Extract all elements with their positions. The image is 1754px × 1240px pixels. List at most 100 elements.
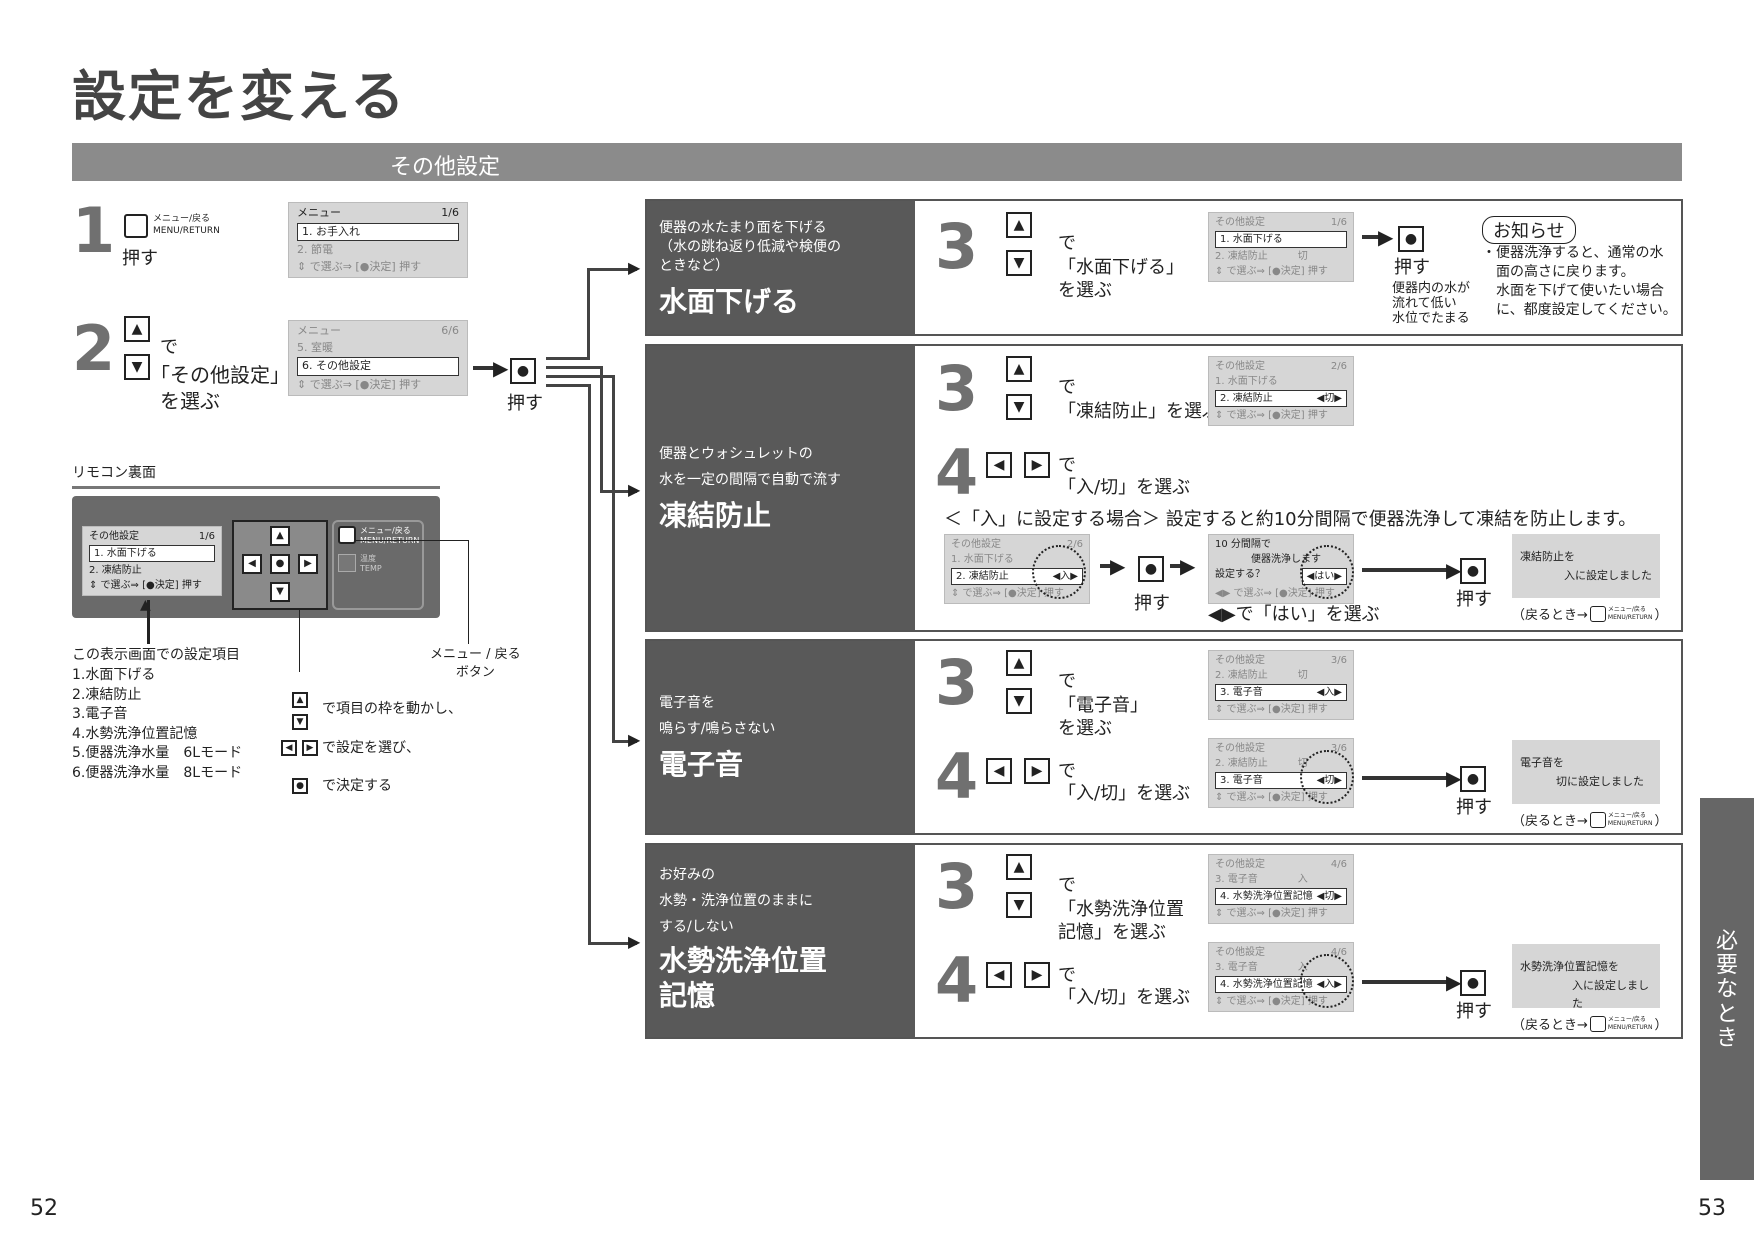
row4-s4-de: で — [1058, 965, 1076, 986]
row1-push: 押す — [1394, 257, 1430, 278]
row1-choose: 「水面下げる」を選ぶ — [1058, 257, 1184, 302]
row2-push2: 押す — [1456, 589, 1492, 610]
down-arrow-button[interactable]: ▼ — [1006, 892, 1032, 918]
ok-button[interactable]: ● — [1460, 766, 1486, 792]
remote-down-button[interactable]: ▼ — [270, 582, 290, 602]
left-arrow-button[interactable]: ◀ — [986, 452, 1012, 478]
arrow-right-icon: ▶ — [628, 480, 641, 499]
side-tab[interactable] — [1700, 798, 1754, 1180]
arrow-line — [1362, 980, 1450, 984]
remote-top-edge — [72, 486, 440, 489]
step1-number: 1 — [72, 194, 116, 267]
left-arrow-icon: ◀ — [993, 457, 1005, 473]
row2-result: 凍結防止を入に設定しました — [1512, 534, 1660, 598]
up-arrow-button[interactable]: ▲ — [1006, 356, 1032, 382]
row2-choose: 「凍結防止」を選ぶ — [1058, 401, 1220, 422]
legend-2: で設定を選び、 — [322, 740, 420, 756]
ok-button[interactable]: ● — [1398, 226, 1424, 252]
up-arrow-button[interactable]: ▲ — [1006, 650, 1032, 676]
section-title: その他設定 — [390, 155, 501, 180]
row3-s4-choose: 「入/切」を選ぶ — [1058, 783, 1191, 804]
arrow-right-icon: ▶ — [1446, 558, 1462, 582]
connector — [600, 366, 603, 492]
pointer-line — [299, 610, 300, 672]
row4-de: で — [1058, 875, 1076, 896]
remote-up-button[interactable]: ▲ — [270, 526, 290, 546]
remote-menu-button[interactable] — [338, 526, 356, 544]
up-arrow-icon: ▲ — [131, 321, 143, 337]
arrow-right-icon: ▶ — [1378, 225, 1394, 249]
enter-dot-icon: ● — [275, 558, 285, 569]
enter-dot-icon: ● — [1466, 771, 1480, 787]
row1-note: 便器内の水が流れて低い水位でたまる — [1392, 281, 1471, 326]
down-arrow-icon: ▼ — [1013, 255, 1025, 271]
remote-ok-button[interactable]: ● — [270, 554, 290, 574]
right-arrow-button[interactable]: ▶ — [1024, 962, 1050, 988]
legend-3: で決定する — [322, 778, 392, 794]
enter-dot-icon: ● — [1466, 975, 1480, 991]
right-arrow-button[interactable]: ▶ — [1024, 758, 1050, 784]
page-number-right: 53 — [1698, 1196, 1726, 1221]
enter-dot-icon: ● — [1404, 231, 1418, 247]
left-arrow-button[interactable]: ◀ — [986, 758, 1012, 784]
ok-button[interactable]: ● — [510, 358, 536, 384]
up-arrow-icon: ▲ — [1013, 217, 1025, 233]
row4-choose: 「水勢洗浄位置記憶」を選ぶ — [1058, 899, 1184, 944]
down-arrow-icon: ▼ — [1013, 897, 1025, 913]
pointer-up-icon: ▲ — [140, 597, 151, 613]
left-arrow-icon: ◀ — [248, 558, 256, 569]
remote-left-button[interactable]: ◀ — [242, 554, 262, 574]
row2-push: 押す — [1134, 593, 1170, 614]
up-arrow-button[interactable]: ▲ — [1006, 212, 1032, 238]
row4-push: 押す — [1456, 1001, 1492, 1022]
ok-button[interactable]: ● — [1460, 558, 1486, 584]
up-arrow-button[interactable]: ▲ — [124, 316, 150, 342]
row4-step3-number: 3 — [935, 850, 979, 923]
connector — [546, 357, 588, 360]
row1-de: で — [1058, 233, 1076, 254]
remote-temp-button[interactable] — [338, 554, 356, 572]
connector — [588, 384, 591, 944]
arrow-right-icon: ▶ — [628, 932, 641, 951]
right-arrow-icon: ▶ — [1031, 457, 1043, 473]
arrow-line — [1362, 776, 1450, 780]
row2-s4-de: で — [1058, 455, 1076, 476]
step2-push: 押す — [507, 393, 543, 414]
page-title: 設定を変える — [72, 65, 407, 128]
remote-title: リモコン裏面 — [72, 465, 156, 481]
down-arrow-icon: ▼ — [1013, 399, 1025, 415]
page-number-left: 52 — [30, 1196, 58, 1221]
arrow-right-icon: ▶ — [628, 258, 641, 277]
left-arrow-button[interactable]: ◀ — [986, 962, 1012, 988]
down-arrow-button[interactable]: ▼ — [1006, 250, 1032, 276]
row1-step3-number: 3 — [935, 210, 979, 283]
legend-up-icon: ▲ — [292, 692, 308, 708]
row3-s4-de: で — [1058, 761, 1076, 782]
row2-explain: ＜「入」に設定する場合＞ 設定すると約10分間隔で便器洗浄して凍結を防止します。 — [944, 509, 1637, 530]
enter-dot-icon: ● — [516, 363, 530, 379]
row2-yes: ◀▶で「はい」を選ぶ — [1208, 604, 1380, 625]
down-arrow-button[interactable]: ▼ — [1006, 394, 1032, 420]
items-title: この表示画面での設定項目 — [72, 647, 240, 663]
connector — [612, 375, 615, 742]
ok-button[interactable]: ● — [1138, 556, 1164, 582]
remote-right-button[interactable]: ▶ — [298, 554, 318, 574]
up-arrow-button[interactable]: ▲ — [1006, 854, 1032, 880]
row-lower-water-label: 便器の水たまり面を下げる（水の跳ね返り低減や検便のときなど） 水面下げる — [647, 201, 915, 334]
row2-s4-choose: 「入/切」を選ぶ — [1058, 477, 1191, 498]
down-arrow-button[interactable]: ▼ — [1006, 688, 1032, 714]
menu-return-button[interactable] — [124, 214, 148, 238]
ok-button[interactable]: ● — [1460, 970, 1486, 996]
down-arrow-button[interactable]: ▼ — [124, 354, 150, 380]
legend-left-icon: ◀ — [281, 740, 297, 756]
right-arrow-button[interactable]: ▶ — [1024, 452, 1050, 478]
arrow-right-icon: ▶ — [1110, 554, 1126, 578]
